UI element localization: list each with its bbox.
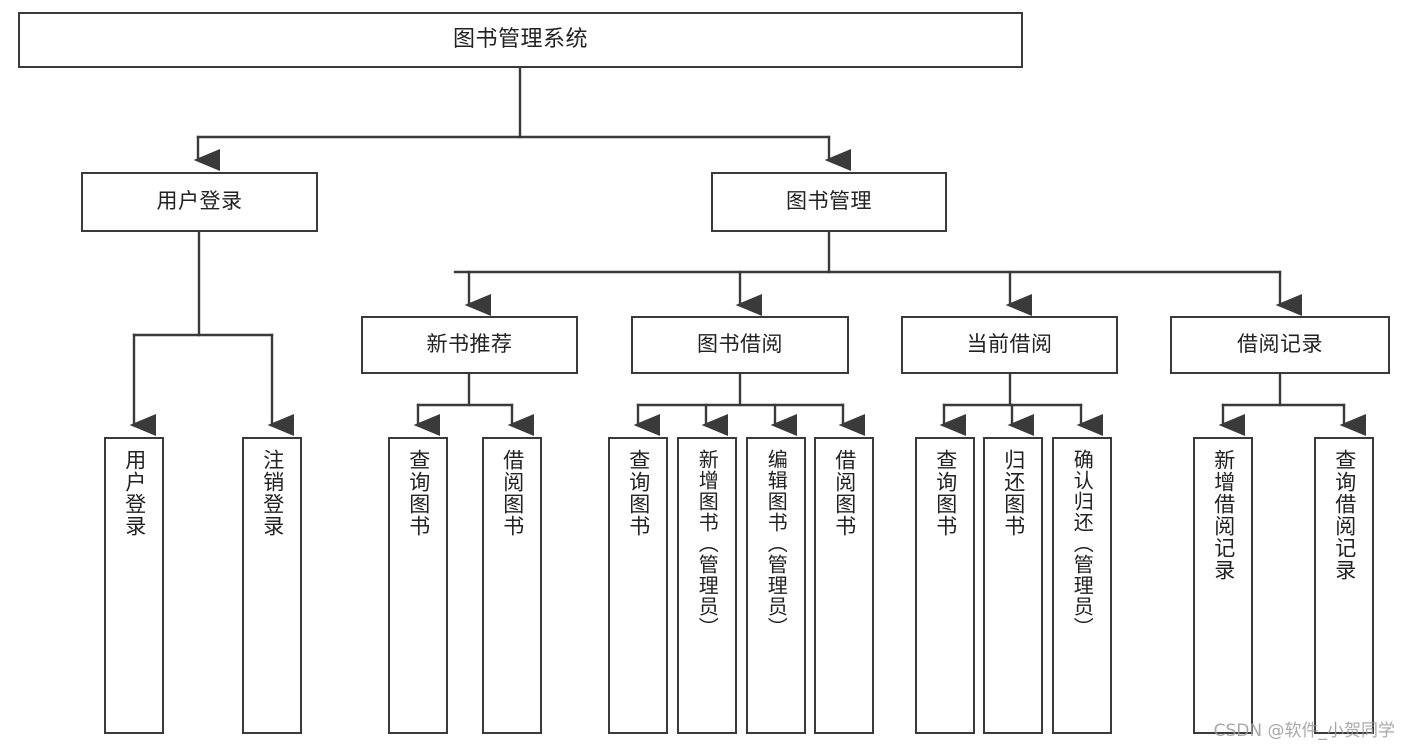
leaf-confirm-return-admin[interactable]: 确认归还（管理员） bbox=[1052, 437, 1112, 734]
node-label: 用户登录 bbox=[156, 189, 243, 214]
leaf-query-books-current[interactable]: 查询图书 bbox=[915, 437, 975, 734]
node-label: 用户登录 bbox=[122, 449, 147, 537]
node-label: 注销登录 bbox=[260, 449, 285, 537]
node-label: 查询图书 bbox=[626, 449, 651, 537]
node-label: 借阅图书 bbox=[832, 449, 857, 537]
leaf-user-login[interactable]: 用户登录 bbox=[104, 437, 164, 734]
node-label: 新增借阅记录 bbox=[1211, 449, 1236, 581]
leaf-borrow-books[interactable]: 借阅图书 bbox=[814, 437, 874, 734]
node-label: 编辑图书（管理员） bbox=[764, 449, 789, 638]
node-book-borrowing[interactable]: 图书借阅 bbox=[631, 316, 849, 374]
node-label: 借阅记录 bbox=[1237, 332, 1323, 357]
node-label: 图书借阅 bbox=[697, 332, 783, 357]
node-label: 当前借阅 bbox=[966, 332, 1053, 357]
leaf-borrow-books-new[interactable]: 借阅图书 bbox=[482, 437, 542, 734]
node-root-book-management-system[interactable]: 图书管理系统 bbox=[18, 12, 1023, 68]
leaf-return-books[interactable]: 归还图书 bbox=[983, 437, 1043, 734]
leaf-add-book-admin[interactable]: 新增图书（管理员） bbox=[677, 437, 737, 734]
node-label: 查询借阅记录 bbox=[1332, 449, 1357, 581]
leaf-logout[interactable]: 注销登录 bbox=[242, 437, 302, 734]
node-label: 确认归还（管理员） bbox=[1070, 449, 1095, 638]
node-current-borrowing[interactable]: 当前借阅 bbox=[901, 316, 1118, 374]
node-book-management[interactable]: 图书管理 bbox=[711, 172, 947, 232]
leaf-edit-book-admin[interactable]: 编辑图书（管理员） bbox=[746, 437, 806, 734]
node-label: 新书推荐 bbox=[426, 332, 513, 357]
node-label: 借阅图书 bbox=[500, 449, 525, 537]
node-label: 查询图书 bbox=[933, 449, 958, 537]
node-label: 图书管理 bbox=[786, 189, 872, 214]
node-user-login[interactable]: 用户登录 bbox=[81, 172, 318, 232]
leaf-query-books-borrow[interactable]: 查询图书 bbox=[608, 437, 668, 734]
node-label: 查询图书 bbox=[406, 449, 431, 537]
node-label: 新增图书（管理员） bbox=[695, 449, 720, 638]
csdn-watermark: CSDN @软件_小贺同学 bbox=[1213, 721, 1395, 741]
node-label: 归还图书 bbox=[1001, 449, 1026, 537]
node-new-book-recommendation[interactable]: 新书推荐 bbox=[361, 316, 578, 374]
node-borrowing-records[interactable]: 借阅记录 bbox=[1170, 316, 1390, 374]
leaf-query-books-new[interactable]: 查询图书 bbox=[388, 437, 448, 734]
leaf-add-borrow-record[interactable]: 新增借阅记录 bbox=[1193, 437, 1253, 734]
leaf-query-borrow-record[interactable]: 查询借阅记录 bbox=[1314, 437, 1374, 734]
node-label: 图书管理系统 bbox=[452, 26, 588, 52]
